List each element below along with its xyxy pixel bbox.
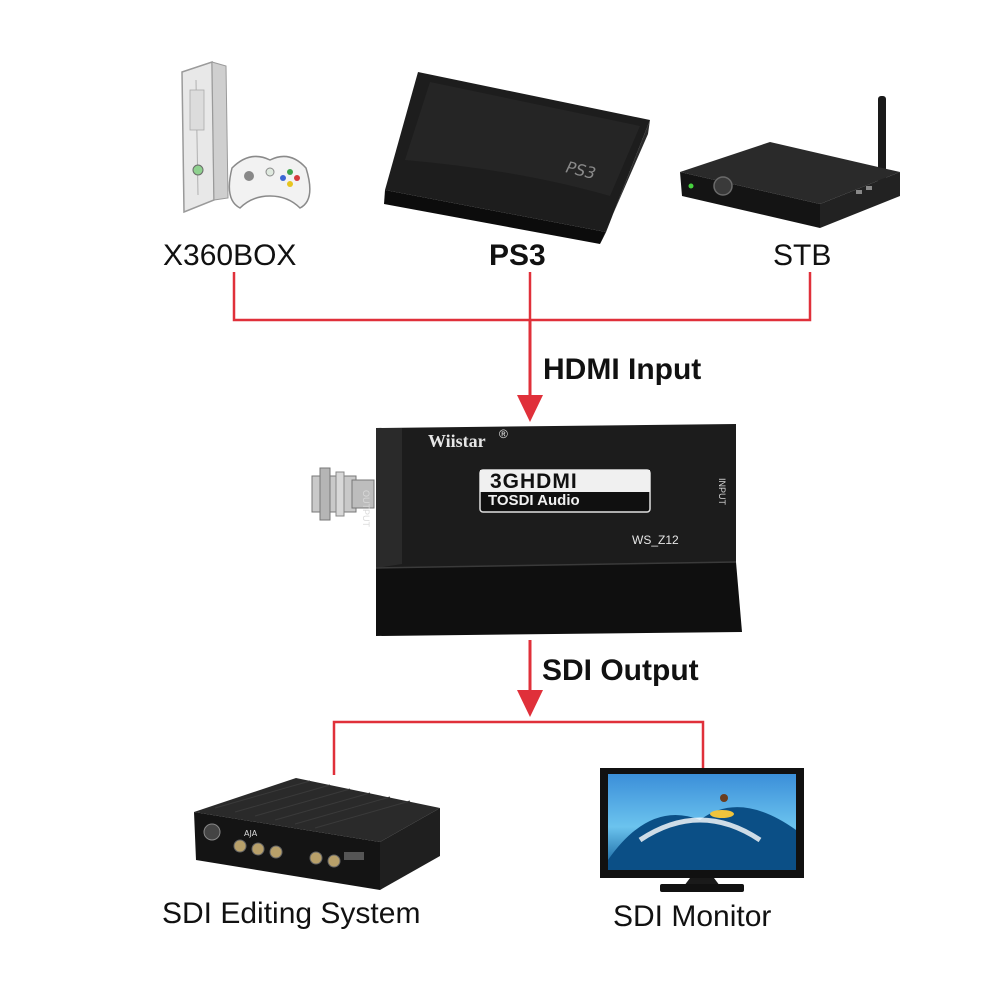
converter-subtitle: TOSDI Audio <box>488 492 580 509</box>
converter-brand-mark: ® <box>499 427 508 441</box>
source-bus-line <box>232 272 812 322</box>
source-label-ps3: PS3 <box>489 239 546 272</box>
bnc-connector-icon <box>311 467 375 521</box>
converter-brand: Wiistar <box>428 431 486 451</box>
destination-label-editing: SDI Editing System <box>162 897 421 930</box>
converter-model: WS_Z12 <box>632 533 679 547</box>
sdi-arrowhead <box>517 690 543 717</box>
hdmi-input-label: HDMI Input <box>543 353 702 386</box>
converter-title: 3GHDMI <box>490 470 578 493</box>
destination-bus-line <box>332 720 705 775</box>
source-label-stb: STB <box>773 239 832 272</box>
hdmi-arrowhead <box>517 395 543 422</box>
sdi-output-label: SDI Output <box>542 654 699 687</box>
destination-label-monitor: SDI Monitor <box>613 900 772 933</box>
source-label-x360box: X360BOX <box>163 239 297 272</box>
svg-text:AJA: AJA <box>244 829 258 838</box>
